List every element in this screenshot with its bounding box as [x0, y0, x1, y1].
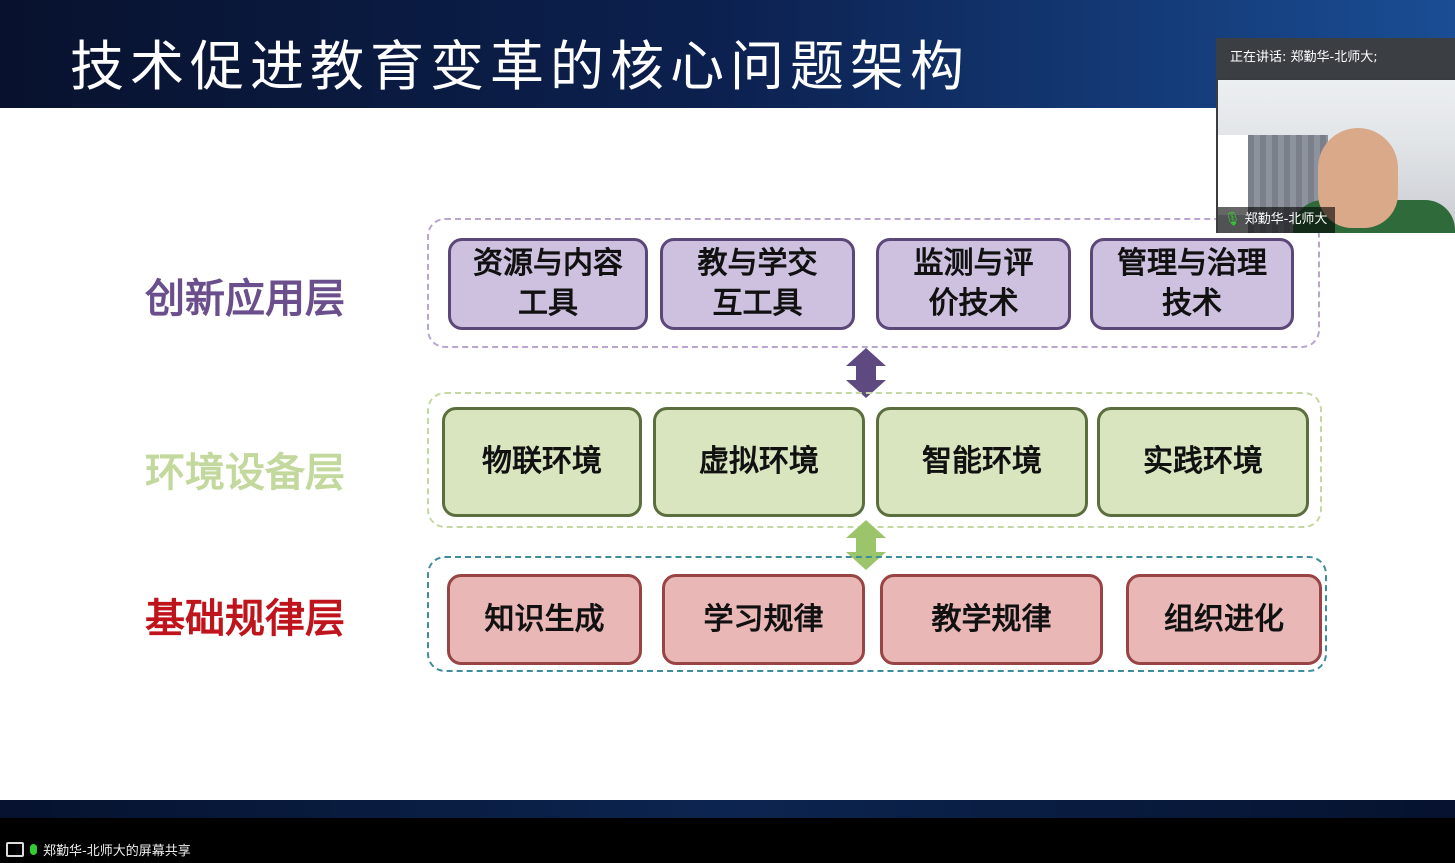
slide: 技术促进教育变革的核心问题架构 创新应用层 环境设备层 基础规律层 资源与内容工…: [0, 0, 1455, 818]
slide-header: 技术促进教育变革的核心问题架构: [0, 0, 1455, 108]
box-knowledge-generation: 知识生成: [447, 574, 642, 665]
microphone-icon: 🎙: [1224, 212, 1241, 227]
box-organization-evolution: 组织进化: [1126, 574, 1322, 665]
box-learning-laws: 学习规律: [662, 574, 865, 665]
speaking-indicator: 正在讲话: 郑勤华-北师大;: [1216, 38, 1455, 78]
speaker-video-panel[interactable]: 正在讲话: 郑勤华-北师大; 🎙 郑勤华-北师大: [1216, 38, 1455, 233]
screen-share-label: 郑勤华-北师大的屏幕共享: [43, 844, 191, 859]
layer-label-foundation: 基础规律层: [145, 596, 345, 642]
box-teaching-laws: 教学规律: [880, 574, 1103, 665]
box-interaction-tools: 教与学交互工具: [660, 238, 855, 330]
speaker-name-tag: 🎙 郑勤华-北师大: [1218, 207, 1336, 233]
screen-share-status: 郑勤华-北师大的屏幕共享: [6, 840, 191, 859]
speaker-name: 郑勤华-北师大: [1244, 212, 1328, 227]
box-iot-env: 物联环境: [442, 407, 642, 517]
double-arrow-icon: [846, 348, 886, 398]
microphone-icon: [30, 844, 37, 855]
box-assessment-tech: 监测与评价技术: [876, 238, 1071, 330]
layer-label-environment: 环境设备层: [145, 450, 345, 496]
environment-layer-container: [427, 392, 1322, 528]
layer-label-application: 创新应用层: [145, 276, 345, 322]
foundation-layer-container: [427, 556, 1327, 672]
screen-share-icon: [6, 842, 24, 857]
box-smart-env: 智能环境: [876, 407, 1088, 517]
slide-title: 技术促进教育变革的核心问题架构: [70, 35, 970, 98]
box-resource-tools: 资源与内容工具: [448, 238, 648, 330]
slide-footer-bar: [0, 800, 1455, 818]
box-practice-env: 实践环境: [1097, 407, 1309, 517]
application-layer-container: [427, 218, 1320, 348]
box-governance-tech: 管理与治理技术: [1090, 238, 1294, 330]
box-virtual-env: 虚拟环境: [653, 407, 865, 517]
